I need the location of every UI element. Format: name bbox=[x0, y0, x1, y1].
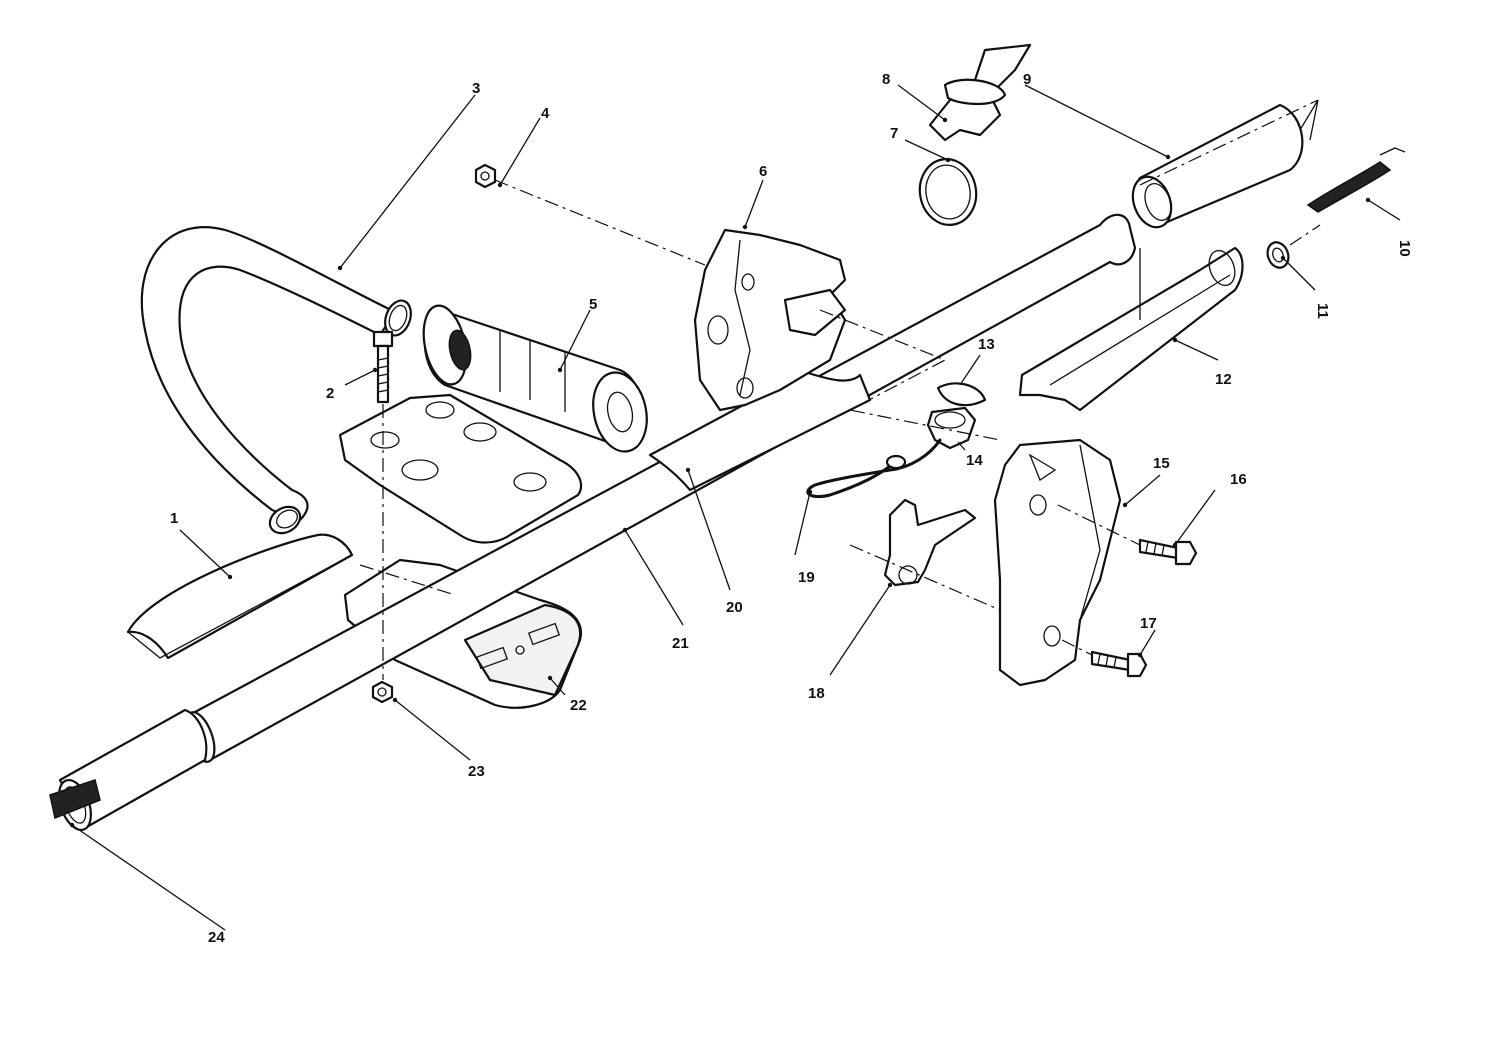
leader-dots bbox=[69, 117, 1371, 828]
callout-19: 19 bbox=[798, 569, 815, 586]
part-17-screw[interactable] bbox=[1090, 650, 1148, 678]
callout-14: 14 bbox=[966, 452, 983, 469]
part-10-spring[interactable] bbox=[1306, 147, 1406, 213]
callout-3: 3 bbox=[472, 80, 480, 97]
callout-24: 24 bbox=[208, 929, 225, 946]
callout-13: 13 bbox=[978, 336, 995, 353]
callout-4: 4 bbox=[541, 105, 550, 122]
callout-16: 16 bbox=[1230, 471, 1247, 488]
part-20-tube-cover[interactable] bbox=[648, 370, 872, 492]
part-15-cover-plate[interactable] bbox=[993, 438, 1122, 687]
part-7-ring[interactable] bbox=[915, 155, 982, 230]
part-2-bolt[interactable] bbox=[372, 330, 394, 404]
part-21-main-tube[interactable] bbox=[49, 213, 1137, 834]
part-11-bushing[interactable] bbox=[1264, 239, 1292, 270]
callout-18: 18 bbox=[808, 685, 825, 702]
part-12-trigger-housing[interactable] bbox=[1018, 246, 1244, 412]
part-18-trigger-lever[interactable] bbox=[883, 498, 977, 587]
part-22-lower-clamp[interactable] bbox=[343, 558, 583, 709]
callout-12: 12 bbox=[1215, 371, 1232, 388]
part-1-shell-guard[interactable] bbox=[126, 533, 354, 660]
callout-1: 1 bbox=[170, 510, 178, 527]
part-8-strap-hook[interactable] bbox=[928, 43, 1032, 142]
callout-labels: 1 2 3 4 5 6 7 8 9 10 11 12 13 14 15 16 1… bbox=[170, 71, 1413, 946]
callout-9: 9 bbox=[1023, 71, 1031, 88]
callout-2: 2 bbox=[326, 385, 334, 402]
part-16-screw[interactable] bbox=[1138, 538, 1198, 566]
part-13-cap[interactable] bbox=[936, 382, 987, 407]
part-9-shaft-housing[interactable] bbox=[1126, 99, 1319, 233]
part-19-ground-wire[interactable] bbox=[806, 438, 942, 499]
part-4-nut[interactable] bbox=[474, 163, 497, 189]
part-3-loop-handle[interactable] bbox=[140, 226, 416, 538]
upper-clamp[interactable] bbox=[338, 393, 583, 544]
part-14-switch[interactable] bbox=[926, 406, 977, 450]
callout-17: 17 bbox=[1140, 615, 1157, 632]
callout-7: 7 bbox=[890, 125, 898, 142]
callout-21: 21 bbox=[672, 635, 689, 652]
callout-20: 20 bbox=[726, 599, 743, 616]
callout-8: 8 bbox=[882, 71, 890, 88]
callout-15: 15 bbox=[1153, 455, 1170, 472]
leader-lines bbox=[71, 84, 1401, 931]
callout-10: 10 bbox=[1396, 240, 1413, 257]
part-5-hand-grip[interactable] bbox=[417, 302, 654, 457]
part-6-housing-bracket[interactable] bbox=[693, 228, 847, 412]
callout-5: 5 bbox=[589, 296, 597, 313]
callout-6: 6 bbox=[759, 163, 767, 180]
callout-23: 23 bbox=[468, 763, 485, 780]
callout-11: 11 bbox=[1314, 303, 1331, 319]
part-23-nut[interactable] bbox=[371, 680, 394, 704]
callout-22: 22 bbox=[570, 697, 587, 714]
